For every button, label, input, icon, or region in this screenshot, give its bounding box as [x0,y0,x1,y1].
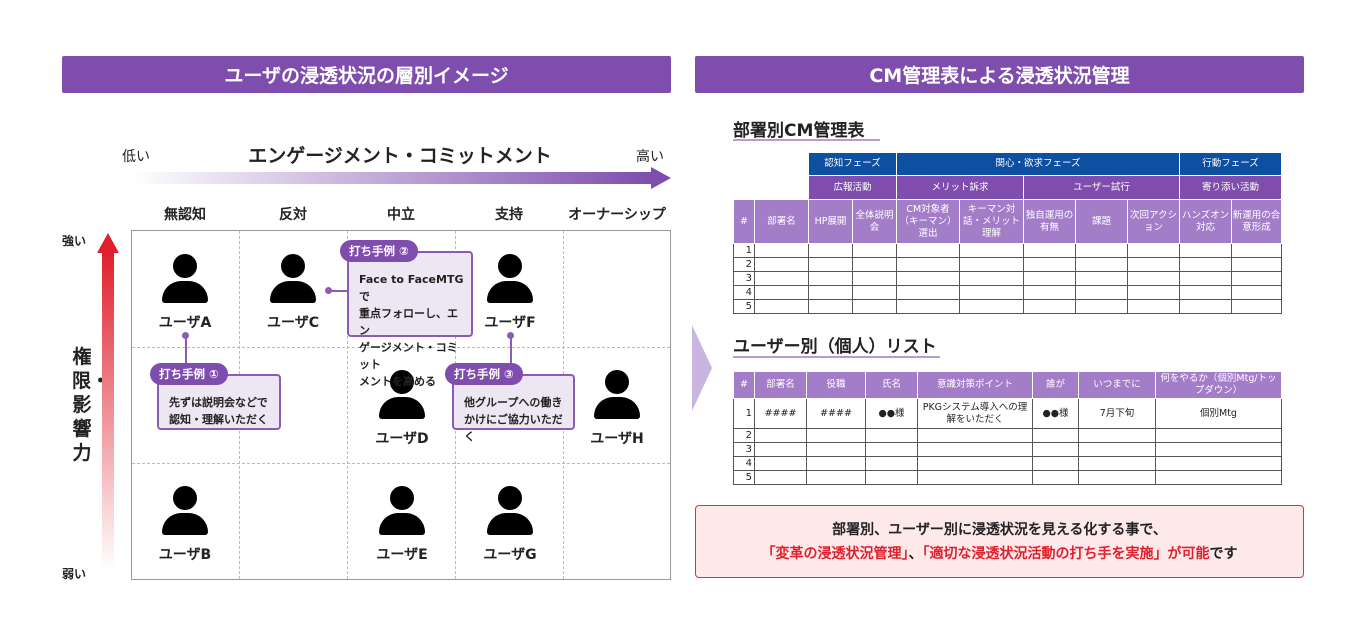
person-icon [605,370,629,394]
user-a: ユーザA [140,254,230,332]
tactic-2-box: Face to FaceMTGで重点フォローし、エンゲージメント・コミットメント… [347,251,473,388]
user-g: ユーザG [465,486,555,564]
table-row: 2 [733,428,1282,443]
chevron-right-icon [692,325,712,411]
table-row: 4 [733,456,1282,471]
person-icon [281,254,305,278]
table-row: 3 [733,442,1282,457]
x-axis-high: 高い [636,149,664,165]
user-b: ユーザB [140,486,230,564]
table-row: 5 [733,299,1283,314]
summary-box: 部署別、ユーザー別に浸透状況を見える化する事で、 「変革の浸透状況管理」、「適切… [695,505,1304,578]
stage-unaware: 無認知 [164,207,206,223]
y-axis-strong: 強い [62,234,87,248]
user-d: ユーザD [357,370,447,448]
table-row: 4 [733,285,1283,300]
stage-neutral: 中立 [387,207,415,223]
table2-header: #部署名役職氏名意識対策ポイント誰がいつまでに何をやるか（個別Mtg/トップダウ… [733,371,1282,399]
engagement-arrowhead-icon [651,167,671,189]
person-icon [390,370,414,394]
person-icon [173,486,197,510]
user-f: ユーザF [465,254,555,332]
stage-oppose: 反対 [279,207,307,223]
x-axis-label: エンゲージメント・コミットメント [248,145,552,167]
left-panel-title: ユーザの浸透状況の層別イメージ [62,56,671,93]
table2-title: ユーザー別（個人）リスト [733,337,937,357]
tactic-1-tag: 打ち手例 ① [150,363,228,385]
table-row: 5 [733,470,1282,485]
summary-line2: 「変革の浸透状況管理」、「適切な浸透状況活動の打ち手を実施」が可能です [761,546,1238,562]
table-row: 2 [733,257,1283,272]
person-icon [498,254,522,278]
tactic-2-tag: 打ち手例 ② [340,240,418,262]
user-c: ユーザC [248,254,338,332]
cm-management-table: 認知フェーズ関心・欲求フェーズ行動フェーズ 広報活動メリット訴求ユーザー試行寄り… [733,152,1283,314]
user-h: ユーザH [572,370,662,448]
user-list-table: #部署名役職氏名意識対策ポイント誰がいつまでに何をやるか（個別Mtg/トップダウ… [733,371,1282,485]
y-axis-weak: 弱い [62,567,87,581]
engagement-arrow [131,172,651,184]
table1-title: 部署別CM管理表 [733,121,865,141]
summary-line1: 部署別、ユーザー別に浸透状況を見える化する事で、 [832,522,1167,538]
person-icon [390,486,414,510]
user-e: ユーザE [357,486,447,564]
stage-support: 支持 [495,207,523,223]
tactic-3-tag: 打ち手例 ③ [445,363,523,385]
table-row: 1 [733,243,1283,258]
y-axis-label: 権限・影響力 [72,346,111,464]
table-row: 3 [733,271,1283,286]
person-icon [173,254,197,278]
person-icon [498,486,522,510]
stage-ownership: オーナーシップ [568,207,666,223]
x-axis-low: 低い [122,149,150,165]
influence-arrow [102,252,114,570]
right-panel-title: CM管理表による浸透状況管理 [695,56,1304,93]
influence-arrowhead-icon [97,233,119,253]
